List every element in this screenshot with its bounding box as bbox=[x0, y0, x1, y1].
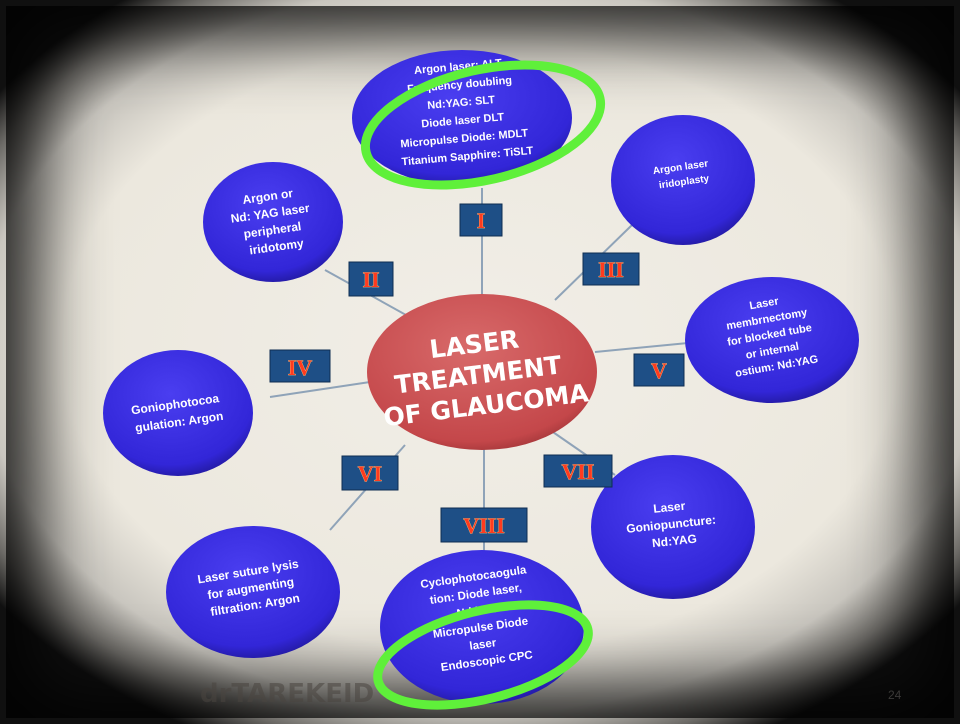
watermark-logo: drTAREKEID bbox=[200, 679, 374, 709]
bubble-IV: Goniophotocoa gulation: Argon bbox=[103, 350, 253, 476]
numeral-box-V: V bbox=[633, 353, 685, 387]
node-VIII-line-5: laser bbox=[469, 637, 498, 653]
numeral-VI: VI bbox=[358, 461, 382, 486]
numeral-II: II bbox=[362, 267, 379, 292]
numeral-III: III bbox=[598, 257, 624, 282]
page-number: 24 bbox=[888, 688, 902, 702]
numeral-box-II: II bbox=[348, 261, 394, 297]
bubble-VI-shape bbox=[166, 526, 340, 658]
numeral-I: I bbox=[477, 208, 486, 233]
bubble-V: Laser membrnectomy for blocked tube or i… bbox=[685, 277, 859, 403]
numeral-box-III: III bbox=[582, 252, 640, 286]
bubble-VII-shape bbox=[591, 455, 755, 599]
bubble-III: Argon laser iridoplasty bbox=[611, 115, 755, 245]
highlight-ring-I bbox=[360, 60, 606, 190]
numeral-V: V bbox=[651, 358, 667, 383]
numeral-box-VIII: VIII bbox=[440, 507, 528, 543]
numeral-VIII: VIII bbox=[463, 513, 505, 538]
numeral-box-I: I bbox=[459, 203, 503, 237]
bubble-VIII-shape bbox=[380, 550, 584, 704]
node-VII-line-3: Nd:YAG bbox=[651, 532, 697, 551]
bubble-IV-shape bbox=[103, 350, 253, 476]
highlight-ring-VIII bbox=[373, 600, 593, 710]
numeral-IV: IV bbox=[288, 355, 313, 380]
bubble-I: Argon laser: ALT Frequency doubling Nd:Y… bbox=[352, 50, 606, 190]
center-shape bbox=[367, 294, 597, 450]
bubble-V-shape bbox=[685, 277, 859, 403]
bubble-III-shape bbox=[611, 115, 755, 245]
bubble-VII: Laser Goniopuncture: Nd:YAG bbox=[591, 455, 755, 599]
bubble-II: Argon or Nd: YAG laser peripheral iridot… bbox=[203, 162, 343, 282]
numeral-box-VII: VII bbox=[543, 454, 613, 488]
connector-V bbox=[594, 342, 689, 353]
numeral-VII: VII bbox=[561, 459, 594, 484]
numeral-box-VI: VI bbox=[341, 455, 399, 491]
bubble-II-shape bbox=[203, 162, 343, 282]
bubble-VI: Laser suture lysis for augmenting filtra… bbox=[166, 526, 340, 658]
connector-IV bbox=[269, 381, 371, 398]
numeral-box-IV: IV bbox=[269, 349, 331, 383]
numeral-labels: I II III IV V VI VII VIII bbox=[269, 203, 685, 543]
bubble-I-shape bbox=[352, 50, 572, 186]
bubble-VIII: Cyclophotocaogula tion: Diode laser, Nd:… bbox=[373, 550, 593, 710]
node-VII-line-1: Laser bbox=[653, 499, 687, 516]
center-node: LASER TREATMENT OF GLAUCOMA bbox=[367, 294, 597, 450]
node-I-line-3: Nd:YAG: SLT bbox=[427, 94, 496, 112]
node-V-line-1: Laser bbox=[749, 295, 781, 312]
